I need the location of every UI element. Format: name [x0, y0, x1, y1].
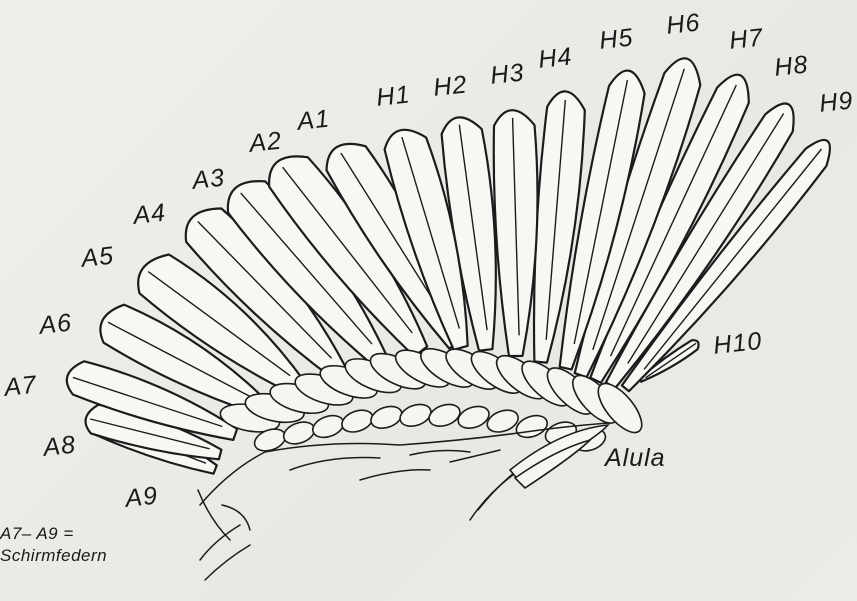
wing-detail-stroke	[198, 490, 230, 540]
footnote: A7– A9 = Schirmfedern	[0, 523, 107, 567]
wing-detail-stroke	[450, 450, 500, 462]
feather-h3	[494, 110, 538, 356]
label-a7: A7	[3, 371, 38, 403]
wing-detail-stroke	[290, 458, 380, 471]
lesser-covert	[455, 402, 492, 432]
label-alula: Alula	[605, 444, 666, 473]
label-a6: A6	[38, 309, 73, 341]
label-h5: H5	[598, 23, 635, 55]
label-h6: H6	[665, 8, 702, 40]
label-h4: H4	[537, 42, 574, 74]
label-h2: H2	[432, 70, 469, 102]
label-h7: H7	[728, 23, 765, 55]
wing-detail-stroke	[360, 470, 430, 480]
label-h9: H9	[818, 86, 855, 118]
label-a4: A4	[132, 199, 167, 231]
lesser-covert	[426, 400, 463, 430]
footnote-line-1: A7– A9 =	[0, 523, 107, 545]
label-a9: A9	[124, 482, 159, 514]
wing-detail-stroke	[410, 451, 470, 455]
lesser-covert	[484, 406, 521, 436]
lesser-covert	[368, 402, 405, 432]
label-h3: H3	[489, 58, 526, 90]
lesser-covert	[397, 400, 434, 430]
footnote-line-2: Schirmfedern	[0, 545, 107, 567]
label-h1: H1	[375, 80, 412, 112]
label-a8: A8	[42, 431, 77, 463]
label-a3: A3	[191, 164, 226, 196]
wing-detail-stroke	[222, 505, 250, 530]
label-h10: H10	[712, 327, 764, 361]
label-a2: A2	[248, 127, 283, 159]
lesser-covert	[310, 412, 347, 442]
wing-detail-stroke	[205, 545, 250, 580]
label-a5: A5	[80, 242, 115, 274]
label-a1: A1	[296, 105, 331, 137]
label-h8: H8	[773, 50, 810, 82]
